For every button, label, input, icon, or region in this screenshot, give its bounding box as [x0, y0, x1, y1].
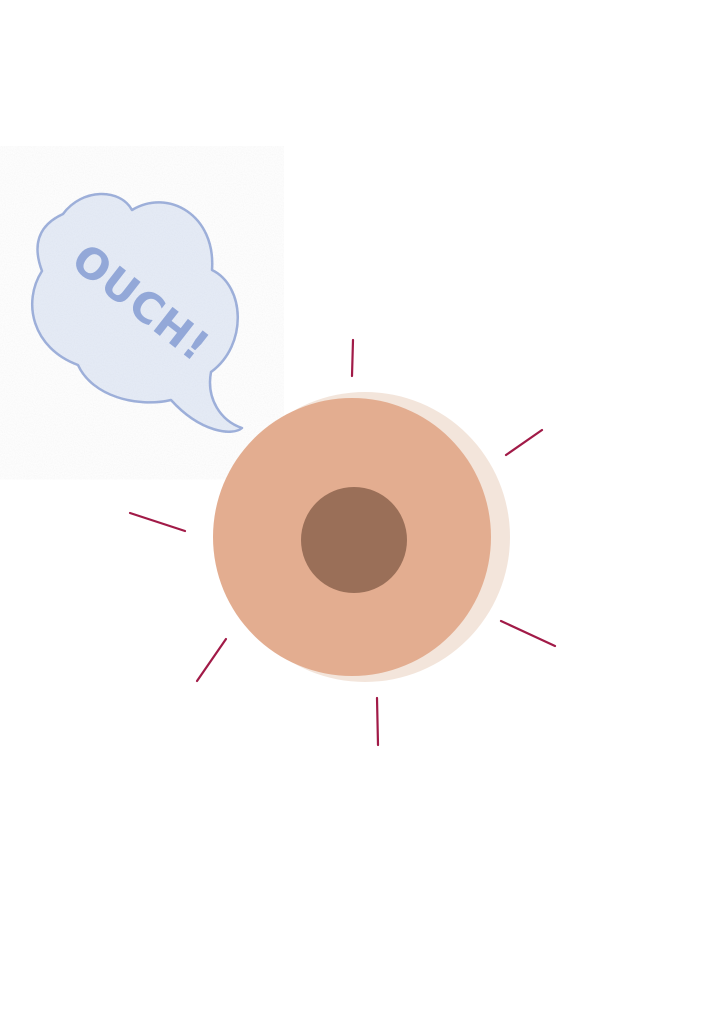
ray-bottom-left [195, 637, 228, 683]
ray-top [350, 338, 355, 378]
skin-illustration [213, 392, 510, 682]
ray-right [499, 619, 557, 648]
speech-bubble-icon [30, 192, 244, 433]
pain-rays-icon [128, 338, 557, 747]
nipple-circle [301, 487, 407, 593]
ray-left [128, 511, 187, 533]
ray-bottom [375, 696, 380, 747]
ray-top-right [504, 428, 544, 457]
speech-bubble: OUCH! [30, 192, 244, 433]
